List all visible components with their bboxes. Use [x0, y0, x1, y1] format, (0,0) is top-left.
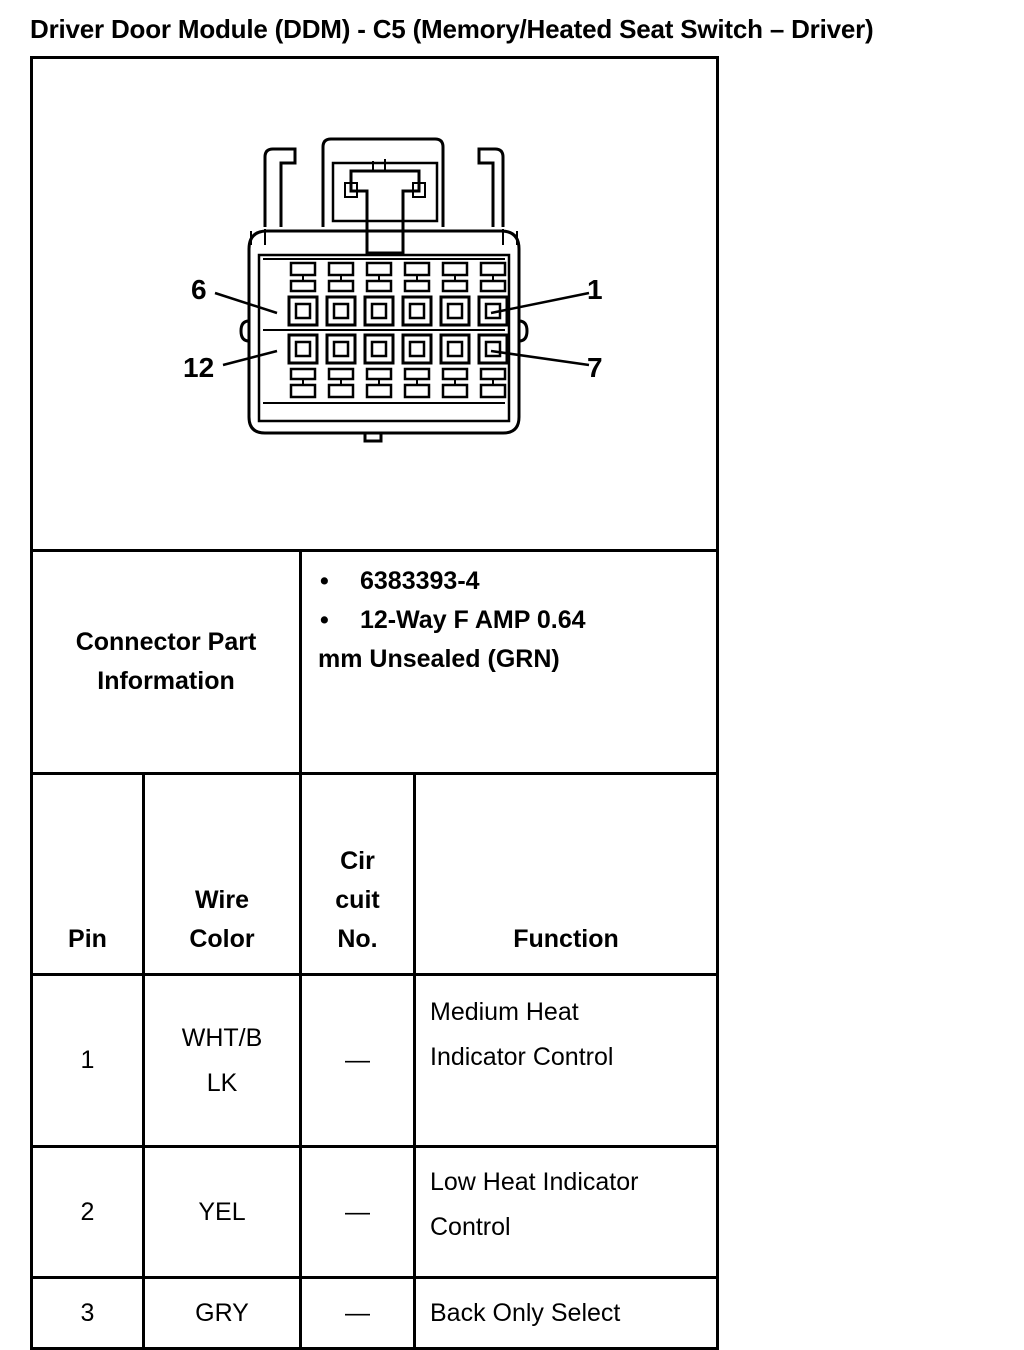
cavity-rib [441, 383, 469, 399]
terminal-cavity [401, 295, 433, 327]
connector-type-continuation: mm Unsealed (GRN) [318, 645, 560, 673]
pin-label-7: 7 [587, 352, 603, 383]
connector-info-label-line-2: Information [97, 667, 235, 695]
cavity-rib [327, 279, 355, 293]
terminal-cavity [325, 333, 357, 365]
connector-info-label: Connector Part Information [30, 549, 302, 775]
terminal-cavity [401, 333, 433, 365]
cavity-rib [441, 261, 469, 277]
cavity-rib [365, 279, 393, 293]
cavity-rib [403, 383, 431, 399]
pin-cell: 2 [30, 1145, 145, 1279]
terminal-cavity-inner [294, 302, 312, 320]
terminal-cavity [439, 333, 471, 365]
cavity-rib [441, 279, 469, 293]
terminal-cavity [363, 295, 395, 327]
cavity-rib [479, 367, 507, 381]
cavity-rib [479, 261, 507, 277]
wire-color-cell: GRY [142, 1276, 302, 1350]
terminal-cavity [363, 333, 395, 365]
connector-info-label-line-1: Connector Part [75, 628, 257, 656]
connector-latch [321, 137, 445, 153]
terminal-cavity-inner [332, 302, 350, 320]
bullet-icon: • [320, 606, 329, 634]
pin-cell: 1 [30, 973, 145, 1148]
cavity-rib [403, 279, 431, 293]
function-cell: Back Only Select [413, 1276, 719, 1350]
terminal-cavity-inner [408, 340, 426, 358]
circuit-cell: — [299, 1276, 416, 1350]
cavity-rib [403, 367, 431, 381]
terminal-cavity-inner [446, 340, 464, 358]
cavity-rib [327, 383, 355, 399]
pin-6-leader [214, 291, 278, 315]
cavity-rib [403, 261, 431, 277]
terminal-cavity-inner [408, 302, 426, 320]
cavity-rib [289, 383, 317, 399]
header-pin: Pin [30, 772, 145, 976]
cavity-rib [365, 367, 393, 381]
part-number: 6383393-4 [360, 567, 480, 595]
part-number-line: • 6383393-4 [318, 562, 716, 601]
table-row: 3 GRY — Back Only Select [30, 1276, 719, 1350]
terminal-cavity [477, 333, 509, 365]
cavity-rib [327, 367, 355, 381]
connector-type-line: • 12-Way F AMP 0.64 [318, 601, 716, 640]
pin-label-6: 6 [191, 274, 207, 305]
connector-face-diagram: 6 1 12 7 [183, 137, 603, 443]
cavity-rib [289, 279, 317, 293]
cavity-rib [327, 261, 355, 277]
pin-cell: 3 [30, 1276, 145, 1350]
connector-info-value: • 6383393-4 • 12-Way F AMP 0.64 mm Unseale… [299, 549, 719, 775]
cavity-rib [365, 383, 393, 399]
cavity-rib [479, 383, 507, 399]
cavity-rib [479, 279, 507, 293]
bullet-icon: • [320, 567, 329, 595]
terminal-cavity-inner [370, 302, 388, 320]
pin-label-12: 12 [183, 352, 214, 383]
page-title: Driver Door Module (DDM) - C5 (Memory/He… [30, 14, 874, 44]
terminal-cavity [325, 295, 357, 327]
pin-7-leader [490, 349, 590, 367]
terminal-cavity-inner [332, 340, 350, 358]
wire-color-cell: YEL [142, 1145, 302, 1279]
pin-1-leader [490, 291, 590, 315]
cavity-rib [441, 367, 469, 381]
header-function: Function [413, 772, 719, 976]
pin-label-1: 1 [587, 274, 603, 305]
terminal-cavity [439, 295, 471, 327]
pin-12-leader [222, 349, 278, 367]
cavity-rib [365, 261, 393, 277]
terminal-cavity-grid [263, 258, 509, 404]
terminal-cavity-inner [484, 340, 502, 358]
circuit-cell: — [299, 973, 416, 1148]
terminal-cavity-inner [446, 302, 464, 320]
cavity-rib [289, 367, 317, 381]
terminal-cavity-inner [294, 340, 312, 358]
connector-type: 12-Way F AMP 0.64 [360, 606, 586, 634]
circuit-cell: — [299, 1145, 416, 1279]
cavity-rib [289, 261, 317, 277]
connector-housing-outline [263, 147, 297, 227]
terminal-cavity [287, 333, 319, 365]
connector-diagram-cell: 6 1 12 7 [30, 56, 719, 552]
terminal-cavity-inner [370, 340, 388, 358]
terminal-cavity [287, 295, 319, 327]
connector-table: 6 1 12 7 Connector Part Information •638… [30, 56, 719, 1350]
